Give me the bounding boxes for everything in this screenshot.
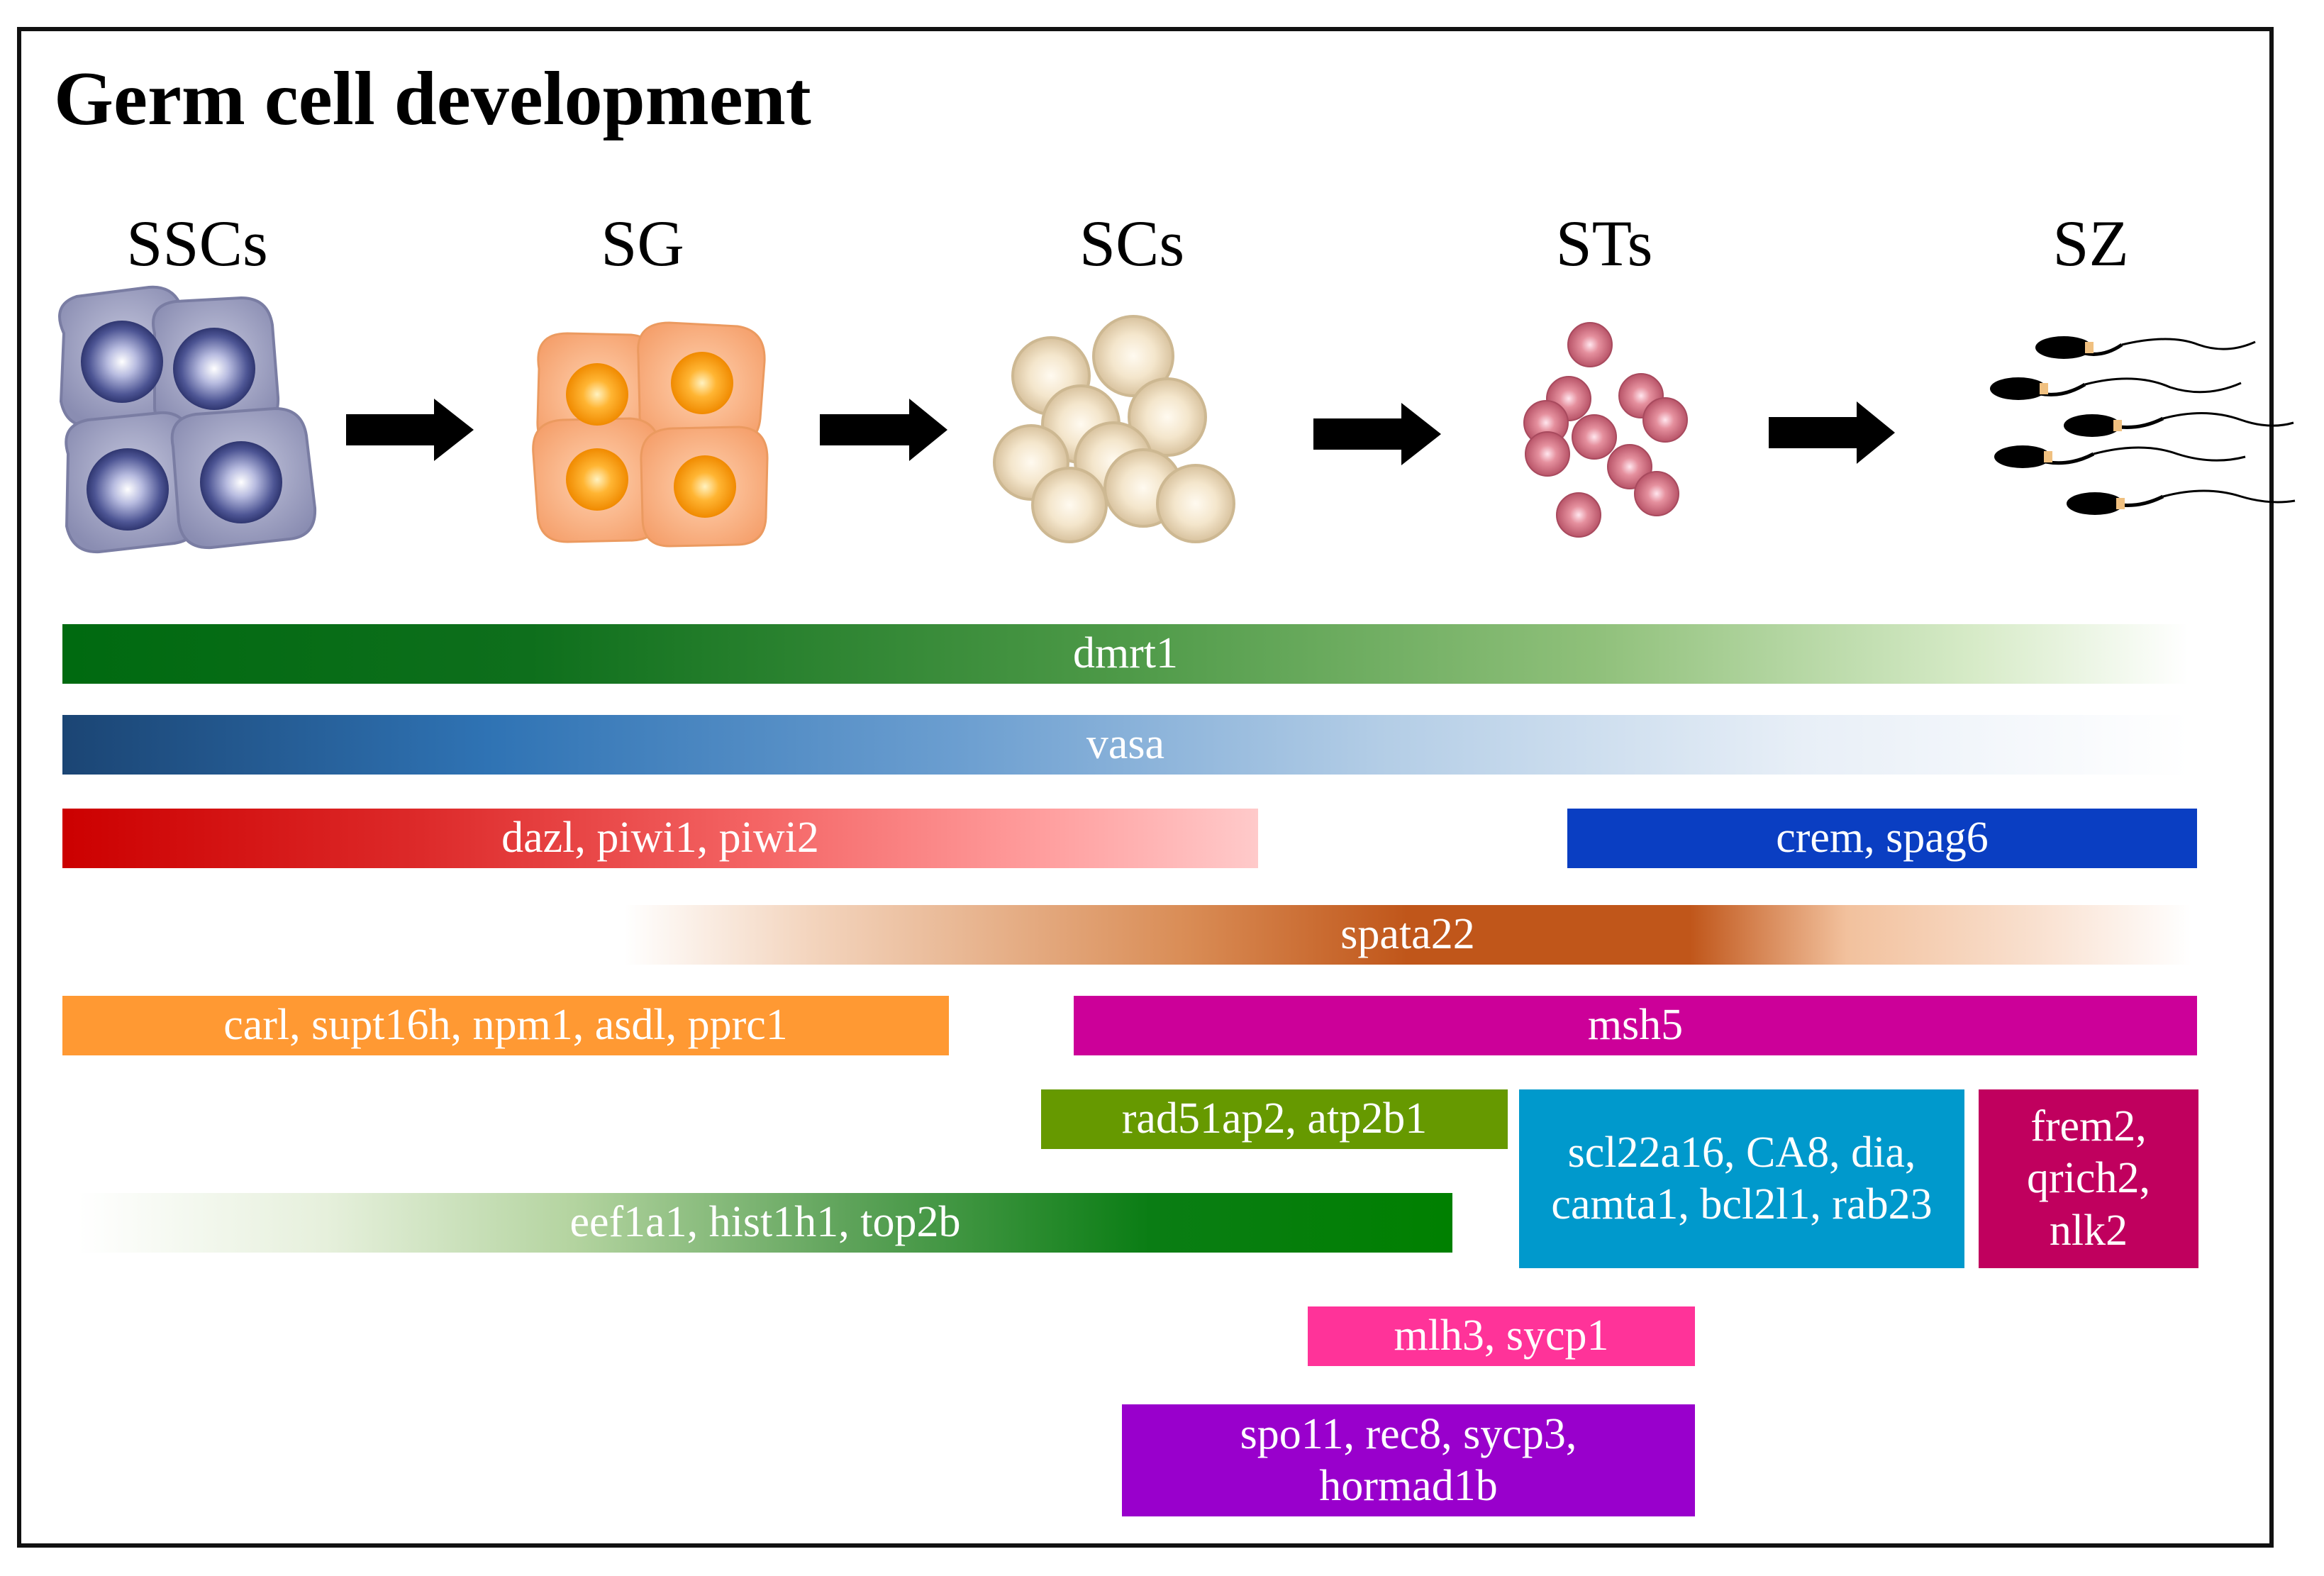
right-arrow-icon: [820, 399, 947, 461]
frem2-expression-bar: frem2, qrich2, nlk2: [1979, 1089, 2198, 1268]
rad51ap2-label: rad51ap2, atp2b1: [1121, 1094, 1428, 1143]
spata22-expression-bar: spata22: [624, 905, 2191, 965]
stage-label-scs: SCs: [1079, 207, 1185, 279]
spo11-expression-bar: spo11, rec8, sycp3, hormad1b: [1122, 1404, 1695, 1516]
rad51ap2-expression-bar: rad51ap2, atp2b1: [1041, 1089, 1508, 1149]
stage-illustrations: [58, 285, 2296, 554]
figure-frame: [17, 27, 2274, 1548]
right-arrow-icon: [1769, 401, 1895, 464]
stage-label-sz: SZ: [2052, 207, 2129, 279]
carl-label: carl, supt16h, npm1, asdl, pprc1: [223, 1001, 788, 1050]
figure-title: Germ cell development: [54, 57, 811, 141]
crem-spag6-label: crem, spag6: [1776, 814, 1989, 862]
frem2-label: frem2, qrich2, nlk2: [2027, 1102, 2150, 1255]
vasa-label: vasa: [1086, 720, 1165, 769]
dmrt1-label: dmrt1: [1072, 629, 1179, 678]
right-arrow-icon: [346, 399, 474, 461]
spermatozoa-icon: [1990, 336, 2296, 515]
dazl-piwi-label: dazl, piwi1, piwi2: [501, 814, 819, 862]
eef1a1-label: eef1a1, hist1h1, top2b: [569, 1198, 961, 1247]
spermatocytes-icon: [993, 315, 1235, 543]
scl22a16-label: scl22a16, CA8, dia, camta1, bcl2l1, rab2…: [1551, 1128, 1933, 1228]
stage-label-sg: SG: [601, 207, 684, 279]
mlh3-sycp1-label: mlh3, sycp1: [1394, 1311, 1609, 1360]
crem-spag6-expression-bar: crem, spag6: [1567, 809, 2197, 868]
mlh3-sycp1-expression-bar: mlh3, sycp1: [1308, 1306, 1695, 1366]
eef1a1-expression-bar: eef1a1, hist1h1, top2b: [78, 1193, 1452, 1253]
stage-label-sts: STs: [1555, 207, 1653, 279]
scl22a16-expression-bar: scl22a16, CA8, dia, camta1, bcl2l1, rab2…: [1519, 1089, 1964, 1268]
carl-expression-bar: carl, supt16h, npm1, asdl, pprc1: [62, 996, 949, 1055]
spermatids-icon: [1523, 322, 1688, 538]
right-arrow-icon: [1313, 403, 1441, 465]
spo11-label: spo11, rec8, sycp3, hormad1b: [1240, 1409, 1577, 1510]
spermatogonial-stem-cells-icon: [58, 285, 317, 554]
msh5-expression-bar: msh5: [1074, 996, 2197, 1055]
stage-label-sscs: SSCs: [126, 207, 268, 279]
dmrt1-expression-bar: dmrt1: [62, 624, 2189, 684]
msh5-label: msh5: [1587, 1001, 1684, 1050]
dazl-piwi-expression-bar: dazl, piwi1, piwi2: [62, 809, 1258, 868]
spata22-label: spata22: [1340, 910, 1475, 959]
vasa-expression-bar: vasa: [62, 715, 2189, 775]
spermatogonia-icon: [532, 321, 769, 548]
